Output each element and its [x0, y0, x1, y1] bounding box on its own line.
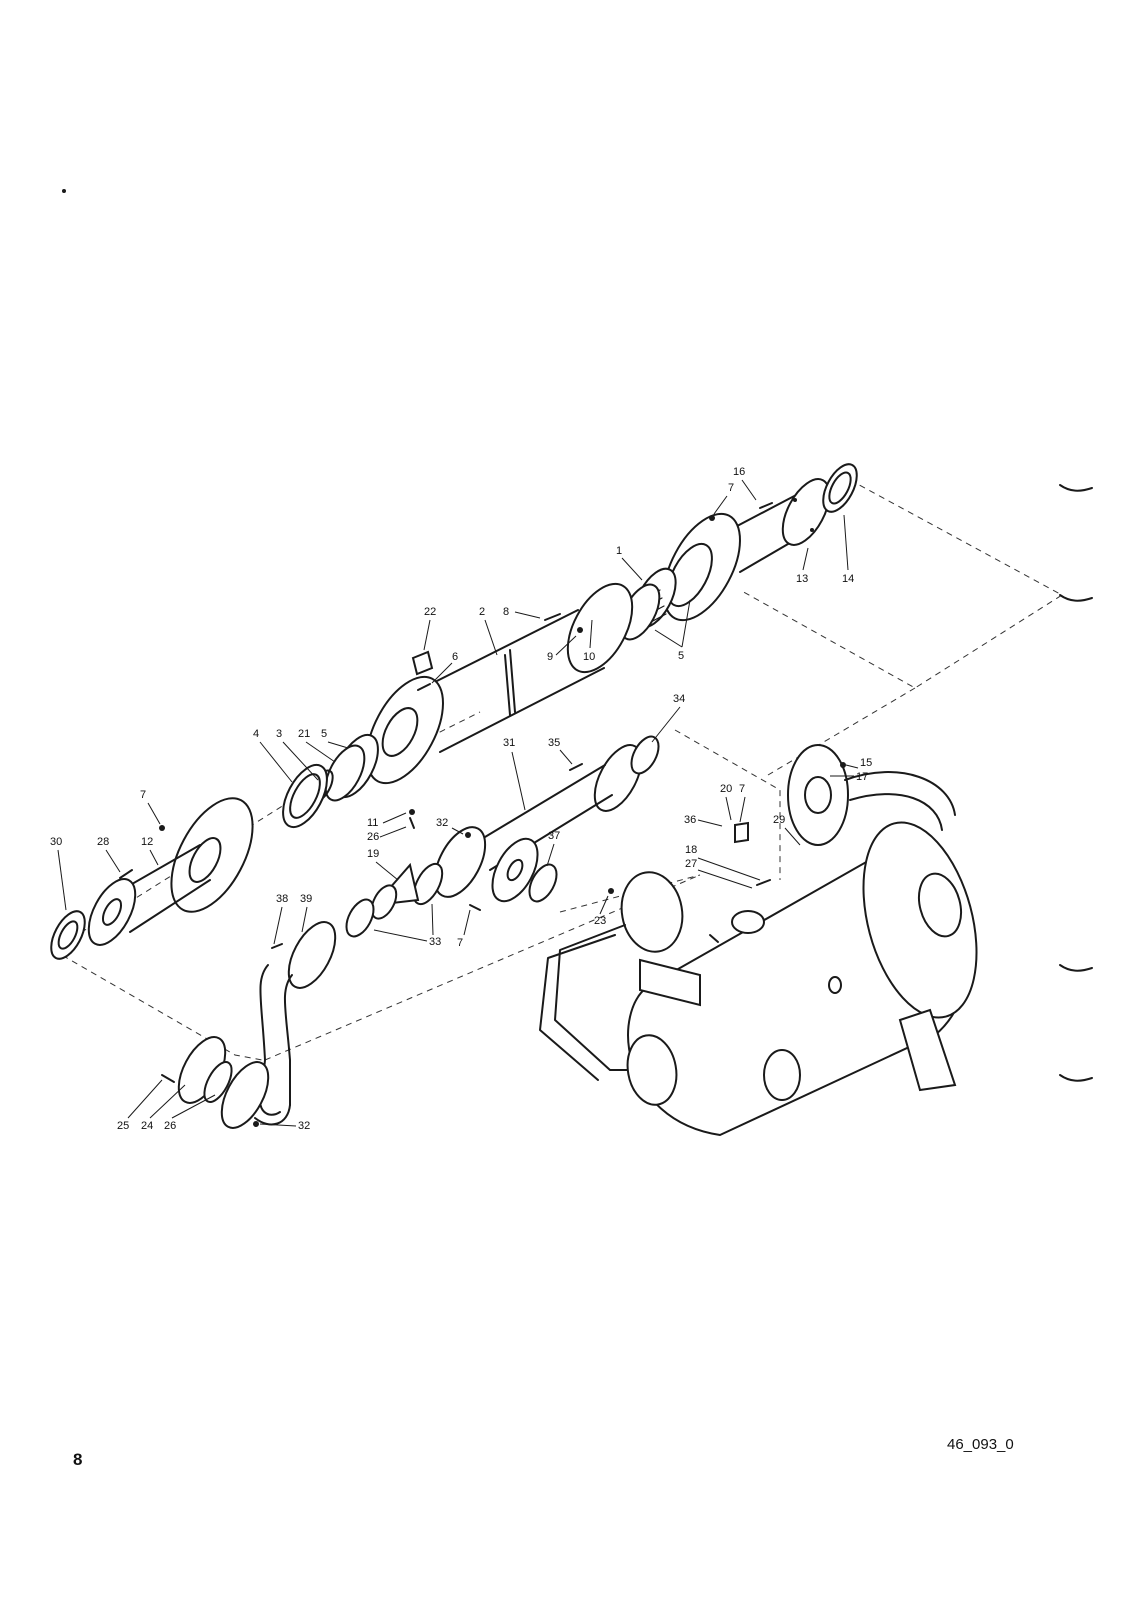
callout-12: 11 — [367, 817, 378, 829]
callout-7-tank: 23 — [594, 915, 606, 927]
callout-33: 7 — [457, 937, 463, 949]
callout-16: 16 — [733, 466, 745, 478]
callout-14: 14 — [842, 573, 854, 585]
callout-35: 35 — [548, 737, 560, 749]
callout-32: 37 — [548, 830, 560, 842]
callout-26-upper: 32 — [436, 817, 448, 829]
callout-29: 30 — [50, 836, 62, 848]
callout-31: 31 — [503, 737, 515, 749]
callout-10: 10 — [583, 651, 595, 663]
callout-21: 20 — [720, 783, 732, 795]
callout-2: 2 — [479, 606, 485, 618]
callout-7-right: 15 — [860, 757, 872, 769]
callout-8: 8 — [503, 606, 509, 618]
center-tee-assembly — [345, 735, 660, 938]
bent-pipe-assembly — [161, 921, 337, 1129]
callout-28: 12 — [141, 836, 153, 848]
vessel-tank — [539, 744, 978, 1137]
callout-34: 34 — [673, 693, 685, 705]
callout-39: 33 — [429, 936, 441, 948]
figure-code: 46_093_0 — [947, 1436, 1014, 1453]
callout-24: 26 — [164, 1120, 176, 1132]
callout-5-mid: 5 — [321, 728, 327, 740]
callout-7-left: 7 — [140, 789, 146, 801]
callout-1: 1 — [616, 545, 622, 557]
callout-17: 36 — [684, 814, 696, 826]
callout-37: 19 — [367, 848, 379, 860]
stray-dot — [62, 189, 66, 193]
page-number: 8 — [73, 1450, 83, 1469]
callout-20: 7 — [739, 783, 745, 795]
left-shaft-assembly — [50, 797, 254, 960]
upper-shaft-assembly — [282, 463, 858, 829]
callout-22: 22 — [424, 606, 436, 618]
callout-labels: 16 7 1 13 14 22 2 8 6 9 10 5 34 35 31 4 … — [50, 466, 872, 1132]
callout-36: 29 — [773, 814, 785, 826]
callout-30: 28 — [97, 836, 109, 848]
callout-19: 18 — [685, 844, 697, 856]
callout-18: 27 — [685, 858, 697, 870]
callout-11: 26 — [367, 831, 379, 843]
callout-38: 39 — [300, 893, 312, 905]
callout-5-upper: 5 — [678, 650, 684, 662]
callout-23: 25 — [117, 1120, 129, 1132]
callout-26-lower: 32 — [298, 1120, 310, 1132]
callout-4: 3 — [276, 728, 282, 740]
margin-marks — [1059, 484, 1093, 1082]
callout-7: 7 — [728, 482, 734, 494]
callout-3: 21 — [298, 728, 310, 740]
callout-13: 13 — [796, 573, 808, 585]
callout-27: 38 — [276, 893, 288, 905]
callout-9: 9 — [547, 651, 553, 663]
callout-25: 24 — [141, 1120, 153, 1132]
callout-15: 17 — [856, 771, 868, 783]
callout-6: 6 — [452, 651, 458, 663]
callout-5-left: 4 — [253, 728, 259, 740]
